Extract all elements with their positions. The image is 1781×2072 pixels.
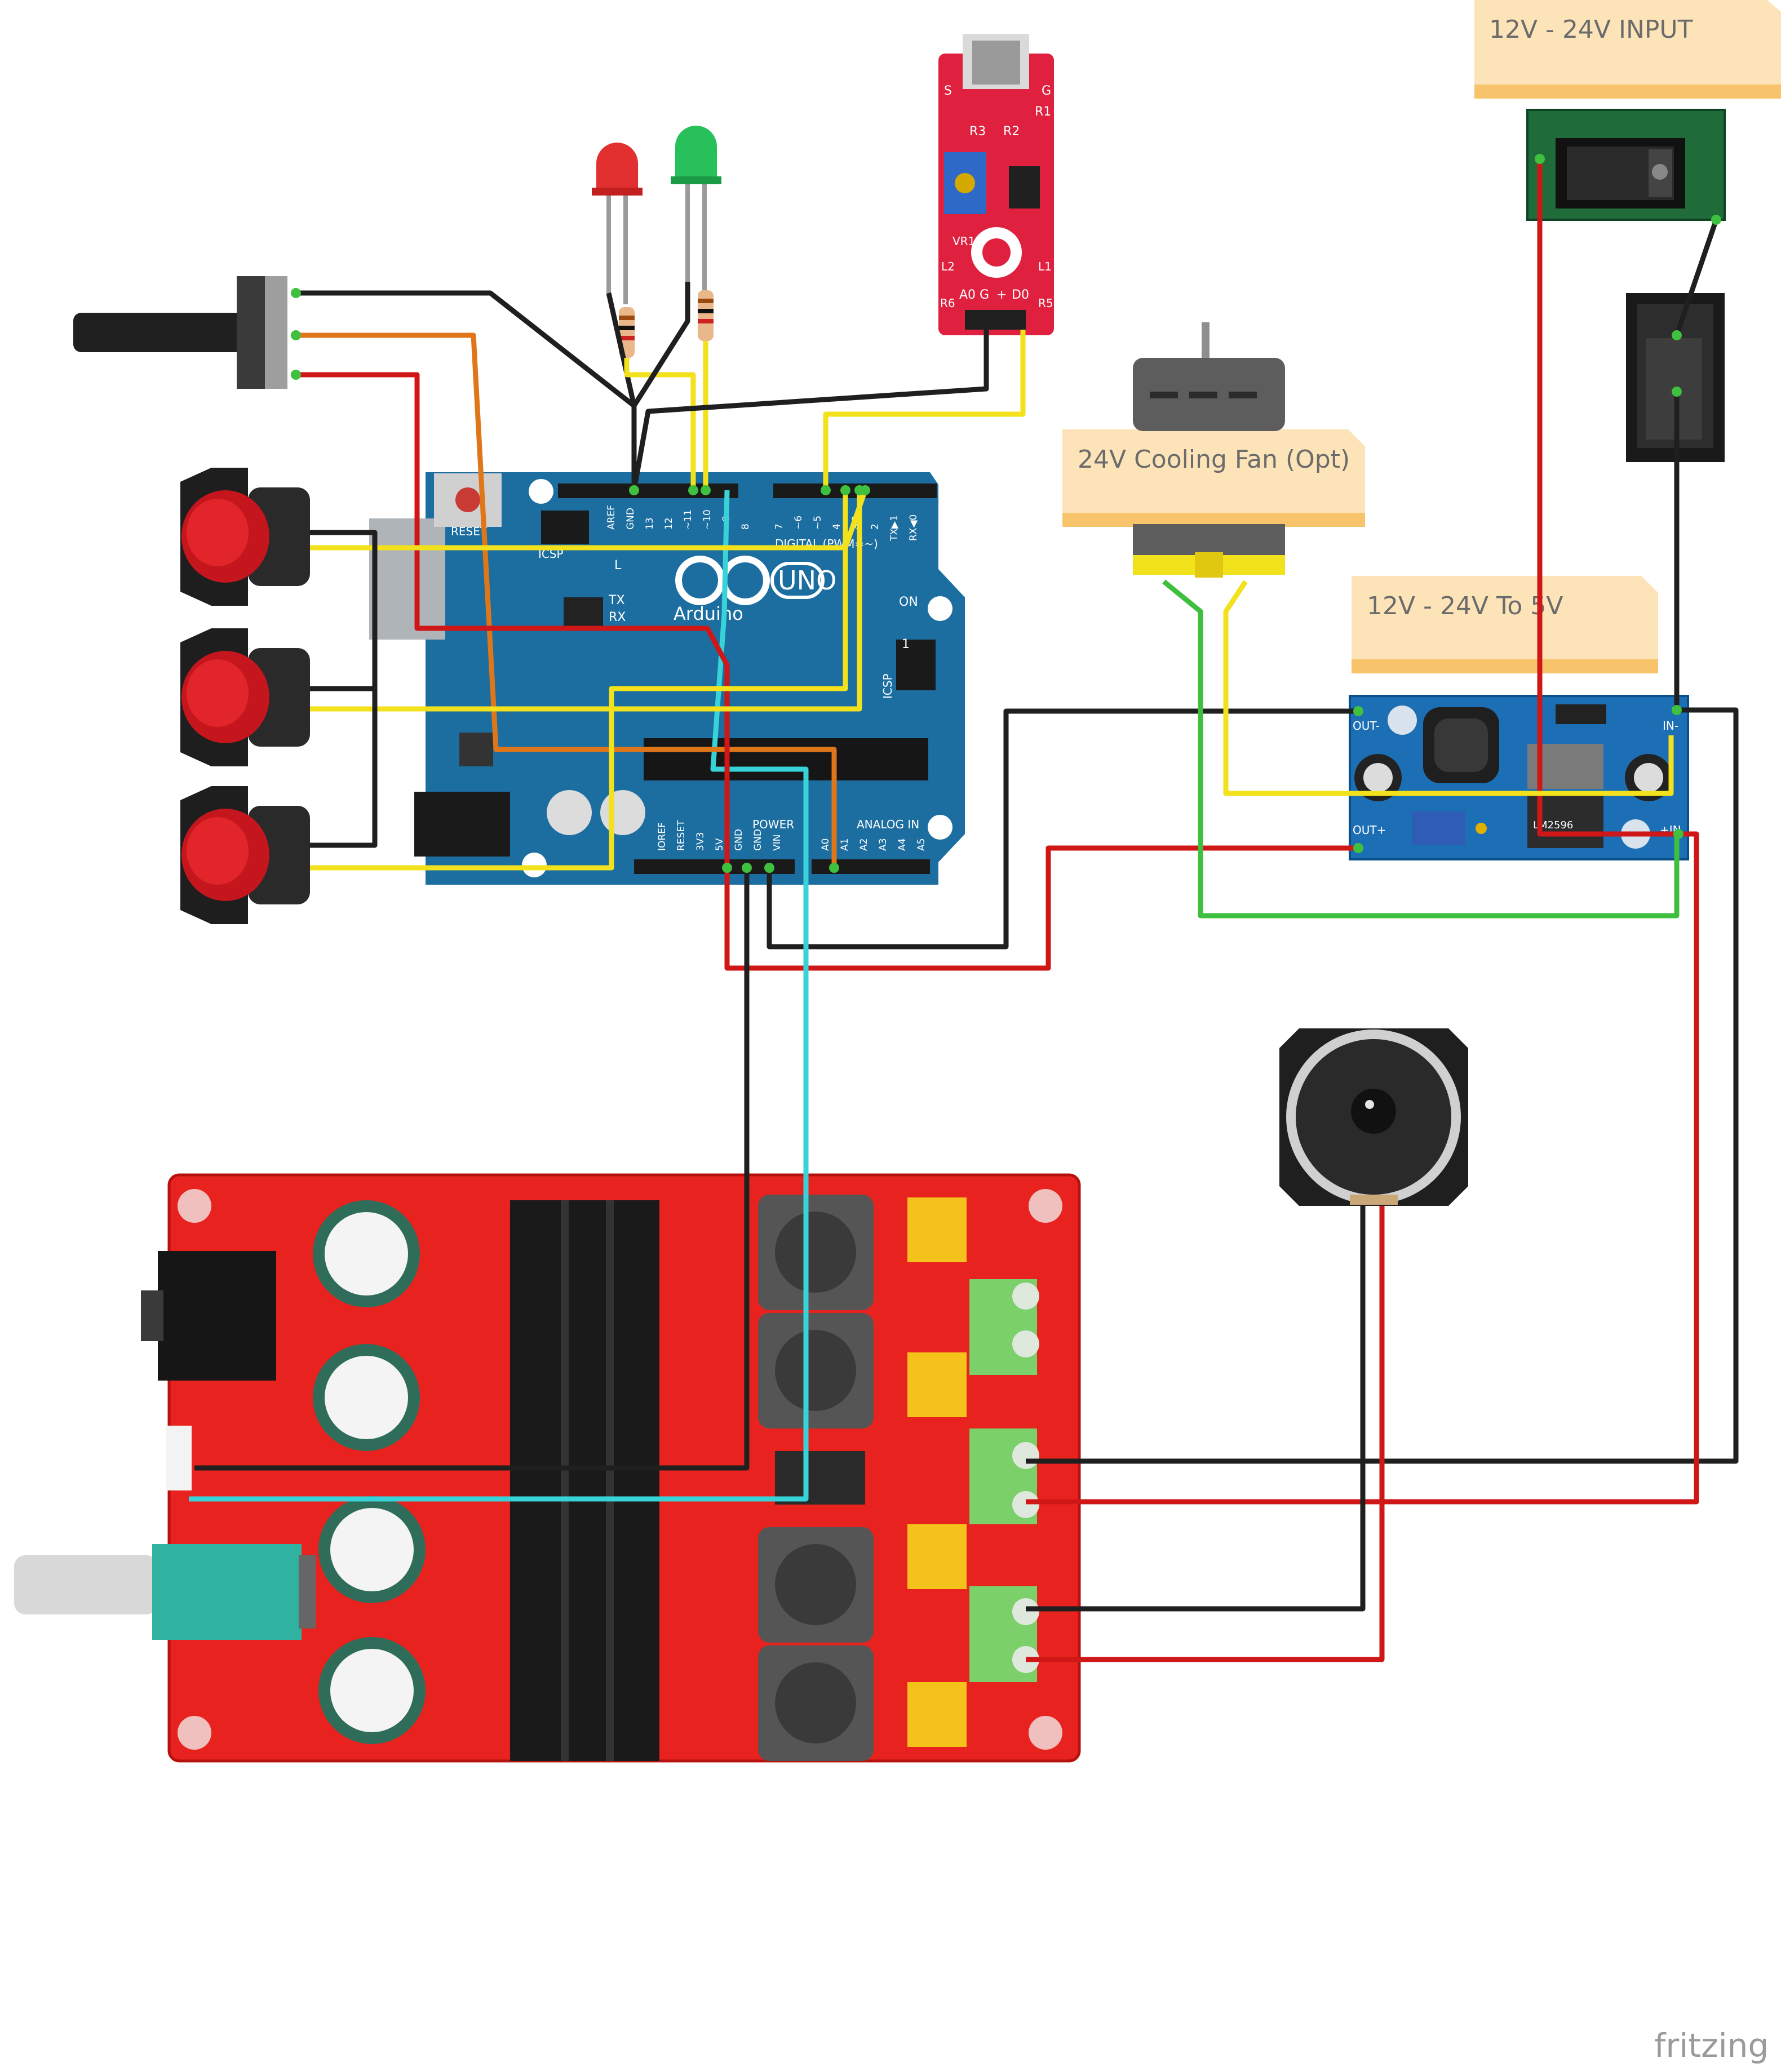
pin-label-11: ~11 [683, 509, 694, 530]
pin-label-a1: A1 [839, 838, 850, 851]
wire-pot-wiper[interactable] [296, 332, 837, 868]
wire-sensor-gnd[interactable] [631, 330, 989, 491]
wire-green-led-gnd[interactable] [632, 282, 690, 407]
pin-label-2: 2 [870, 523, 881, 530]
sensor-label-vr1: VR1 [952, 234, 975, 248]
pin-label-8: 8 [740, 523, 751, 530]
dc-motor-fan[interactable] [1133, 322, 1285, 578]
push-button-3[interactable] [180, 786, 310, 924]
buck-out-plus: OUT+ [1353, 823, 1386, 837]
sensor-pin-plus: + [996, 288, 1007, 302]
resistor-green-led[interactable] [698, 290, 714, 341]
arduino-power-label: POWER [752, 818, 794, 831]
wire-pot-gnd[interactable] [296, 290, 637, 490]
pin-label-12: 12 [663, 517, 675, 530]
green-led[interactable] [671, 126, 721, 293]
arduino-analog-label: ANALOG IN [857, 818, 919, 831]
sensor-pin-d0: D0 [1012, 288, 1029, 302]
wire-speaker-positive[interactable] [1026, 1206, 1385, 1662]
pin-label-ioref: IOREF [657, 822, 668, 851]
sensor-label-l2: L2 [941, 260, 955, 273]
wire-audio-signal[interactable] [189, 490, 809, 1502]
arduino-tx-label: TX [608, 593, 625, 607]
pin-label-5v: 5V [714, 838, 725, 851]
pin-label-gnd1: GND [733, 829, 745, 851]
pin-label-a4: A4 [897, 838, 908, 851]
pin-label-a5: A5 [916, 838, 927, 851]
wire-speaker-negative[interactable] [1026, 1206, 1366, 1612]
pin-label-13: 13 [644, 517, 655, 530]
wire-red-led-gnd[interactable] [606, 292, 637, 406]
arduino-uno-board[interactable]: UNO Arduino RESET ICSP L TX RX ON DIGITA… [369, 472, 965, 885]
wire-fan-negative[interactable] [1162, 579, 1680, 919]
wire-arduino-5v[interactable] [724, 845, 1358, 971]
pin-label-reset: RESET [676, 820, 687, 851]
note-power-input[interactable]: 12V - 24V INPUT [1474, 0, 1781, 99]
pin-label-aref: AREF [606, 505, 617, 530]
note-power-input-text: 12V - 24V INPUT [1489, 15, 1693, 44]
wire-button2-signal[interactable] [310, 490, 862, 712]
arduino-rx-label: RX [609, 610, 626, 624]
buck-out-minus: OUT- [1353, 719, 1380, 733]
arduino-uno-text: UNO [778, 565, 836, 596]
wire-arduino-gnd[interactable] [767, 708, 1358, 950]
push-button-1[interactable] [180, 468, 310, 606]
pin-label-5: ~5 [812, 516, 823, 530]
buck-in-minus: IN- [1663, 719, 1678, 733]
sensor-label-r5: R5 [1038, 296, 1053, 310]
sensor-label-r3: R3 [969, 125, 986, 139]
sensor-label-r6: R6 [940, 296, 955, 310]
wire-button3-signal[interactable] [310, 490, 848, 871]
red-led[interactable] [592, 143, 643, 304]
sensor-label-g: G [1042, 84, 1051, 98]
fritzing-watermark: fritzing [1654, 2026, 1769, 2065]
wire-red-led-signal[interactable] [624, 358, 696, 490]
note-buck-converter-text: 12V - 24V To 5V [1367, 592, 1563, 620]
note-cooling-fan-text: 24V Cooling Fan (Opt) [1078, 445, 1350, 474]
note-buck-converter[interactable]: 12V - 24V To 5V [1352, 576, 1658, 673]
wire-pot-vcc[interactable] [296, 372, 730, 868]
arduino-logo-text: Arduino [674, 603, 743, 624]
pin-label-a3: A3 [878, 838, 889, 851]
arduino-l-label: L [614, 558, 622, 573]
sensor-pin-g: G [980, 288, 989, 302]
sensor-label-s: S [944, 84, 952, 98]
push-button-2[interactable] [180, 628, 310, 766]
dc-barrel-jack[interactable] [1526, 109, 1726, 221]
pin-label-10: ~10 [702, 509, 713, 530]
wire-jack-to-switch[interactable] [1674, 219, 1719, 336]
arduino-on-label: ON [899, 595, 918, 609]
pin-label-a0: A0 [820, 838, 831, 851]
pin-label-gnd: GND [625, 508, 636, 530]
pin-label-0: RX◀0 [908, 514, 919, 541]
pin-label-3v3: 3V3 [695, 832, 706, 851]
buck-converter-board[interactable]: LM2596 OUT- OUT+ IN- +IN [1349, 695, 1689, 860]
pin-label-6: ~6 [793, 516, 804, 530]
pin-label-1: TX▶1 [889, 515, 900, 542]
arduino-icsp2-label: ICSP [881, 673, 894, 699]
pin-label-gnd2: GND [752, 829, 764, 851]
sensor-label-r2: R2 [1003, 125, 1020, 139]
note-cooling-fan[interactable]: 24V Cooling Fan (Opt) [1062, 429, 1365, 527]
wire-input-positive[interactable] [1537, 159, 1678, 837]
buck-chip-label: LM2596 [1533, 819, 1573, 831]
sensor-label-l1: L1 [1038, 260, 1052, 273]
sensor-label-r1: R1 [1035, 105, 1051, 119]
arduino-icsp-one: 1 [902, 637, 910, 651]
pin-label-a2: A2 [858, 838, 870, 851]
speaker[interactable] [1279, 1028, 1468, 1206]
sensor-pin-a0: A0 [959, 288, 976, 302]
pin-label-4: 4 [831, 523, 843, 530]
pin-label-vin: VIN [772, 835, 783, 851]
wire-fan-positive[interactable] [1223, 580, 1674, 796]
potentiometer[interactable] [73, 276, 287, 389]
sound-sensor-module[interactable]: S G R1 R2 R3 VR1 L1 L2 R5 R6 A0 G + D0 [938, 34, 1054, 335]
pin-label-7: 7 [774, 523, 785, 530]
wire-audio-ground[interactable] [194, 868, 750, 1471]
wire-sensor-signal[interactable] [823, 330, 1026, 490]
